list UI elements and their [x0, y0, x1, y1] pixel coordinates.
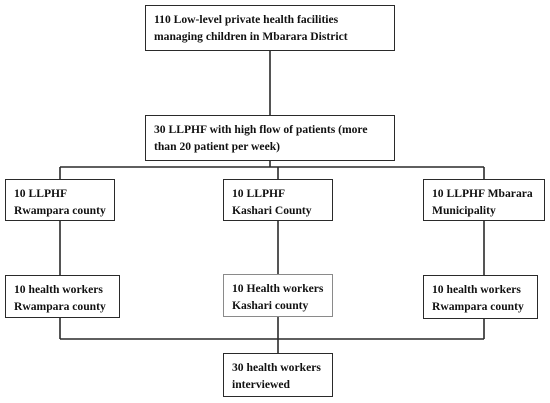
high-flow-line-1: 30 LLPHF with high flow of patients (mor… [154, 123, 368, 136]
workers-box-right: 10 health workers Rwampara county [423, 275, 538, 319]
workers-box-line-2: Rwampara county [14, 300, 106, 313]
high-flow-line-2: than 20 patient per week) [154, 140, 281, 153]
county-box-rwampara: 10 LLPHF Rwampara county [5, 179, 115, 221]
county-box-mbarara-municipality: 10 LLPHF Mbarara Municipality [423, 179, 545, 221]
facilities-total-box: 110 Low-level private health facilities … [145, 5, 395, 51]
county-box-line-2: Municipality [432, 204, 496, 217]
workers-box-rwampara: 10 health workers Rwampara county [5, 275, 120, 318]
workers-box-line-1: 10 Health workers [232, 282, 324, 295]
facilities-total-line-1: 110 Low-level private health facilities [154, 13, 339, 26]
workers-box-line-1: 10 health workers [14, 283, 103, 296]
workers-box-line-2: Kashari county [232, 299, 309, 312]
county-box-line-2: Kashari County [232, 204, 312, 217]
workers-box-kashari: 10 Health workers Kashari county [223, 274, 333, 317]
county-box-line-1: 10 LLPHF [14, 187, 68, 200]
county-box-kashari: 10 LLPHF Kashari County [223, 179, 333, 221]
interviewed-total-box: 30 health workers interviewed [223, 353, 333, 397]
workers-box-line-2: Rwampara county [432, 300, 524, 313]
interviewed-line-2: interviewed [232, 378, 290, 391]
county-box-line-1: 10 LLPHF Mbarara [432, 187, 533, 200]
high-flow-box: 30 LLPHF with high flow of patients (mor… [145, 115, 395, 161]
county-box-line-1: 10 LLPHF [232, 187, 286, 200]
facilities-total-line-2: managing children in Mbarara District [154, 30, 348, 43]
workers-box-line-1: 10 health workers [432, 283, 521, 296]
interviewed-line-1: 30 health workers [232, 361, 321, 374]
county-box-line-2: Rwampara county [14, 204, 106, 217]
